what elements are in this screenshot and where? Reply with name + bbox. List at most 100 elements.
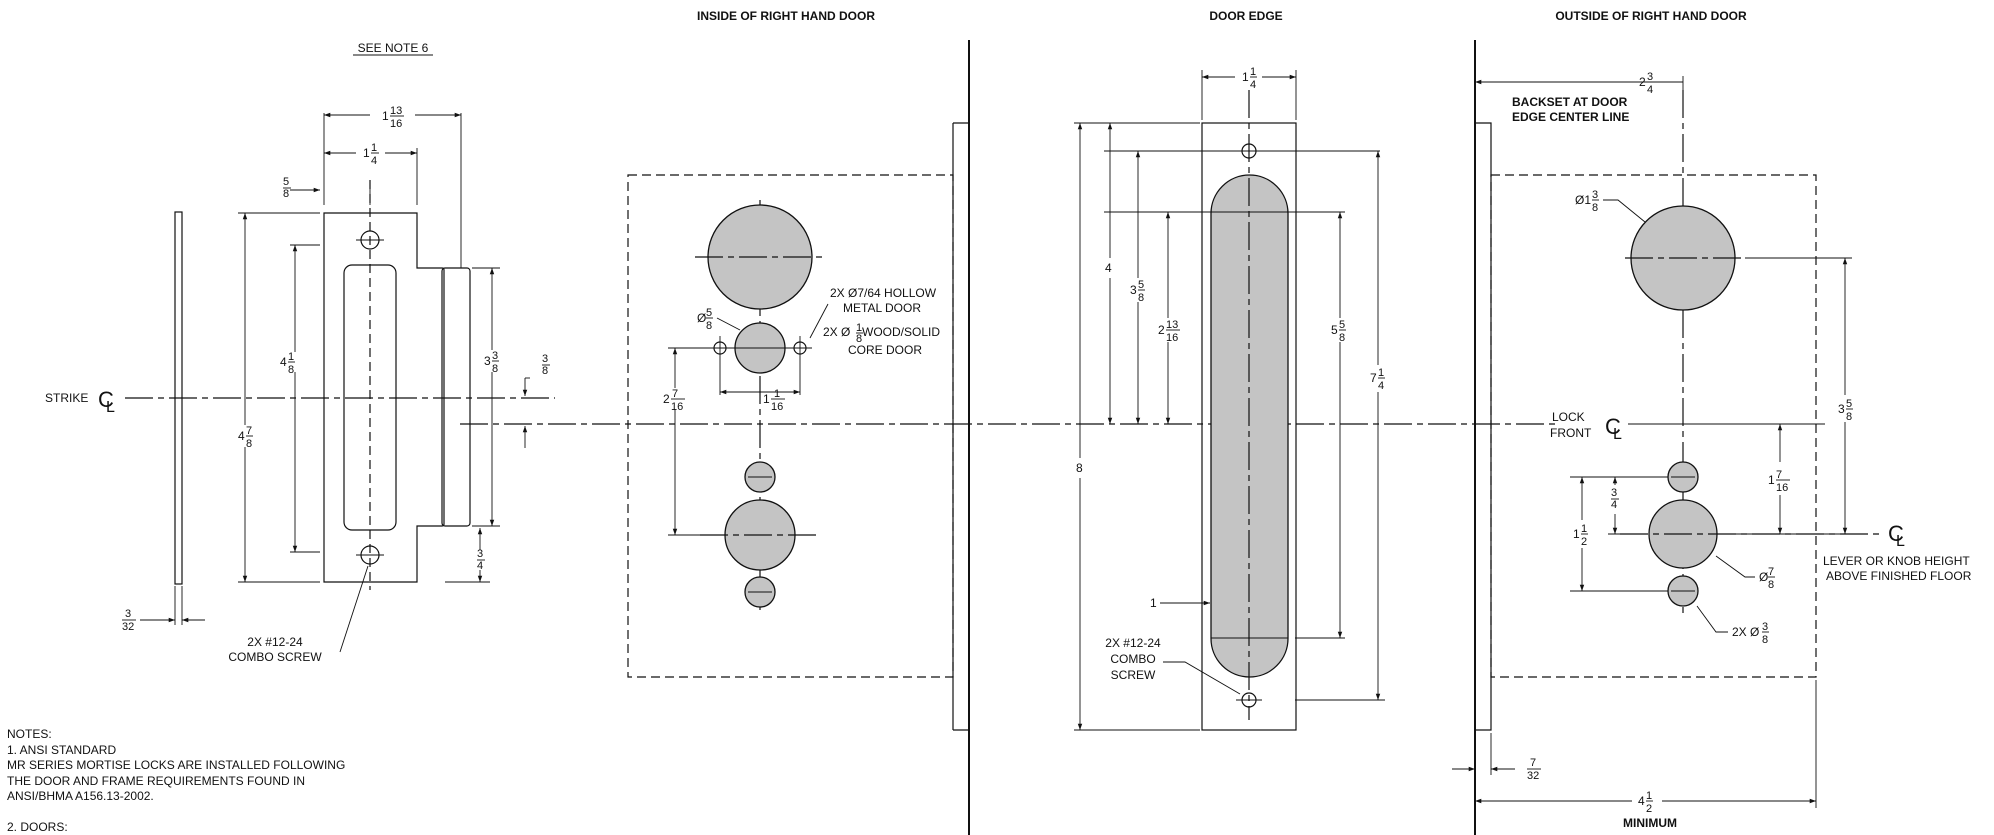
svg-text:8: 8 (1768, 579, 1774, 591)
svg-text:4: 4 (1647, 84, 1653, 96)
hollow-metal-label-2: METAL DOOR (843, 301, 921, 315)
dim-7-32: 7 32 (1527, 757, 1541, 782)
note-spacer (7, 805, 527, 820)
svg-text:C: C (1605, 414, 1621, 439)
svg-text:1: 1 (1573, 527, 1580, 541)
svg-text:3: 3 (1838, 402, 1845, 416)
svg-text:WOOD/SOLID: WOOD/SOLID (862, 325, 940, 339)
svg-text:8: 8 (1339, 332, 1345, 344)
svg-text:2: 2 (1158, 323, 1165, 337)
svg-text:2: 2 (1646, 803, 1652, 815)
edge-combo-screw-label-2: COMBO (1110, 652, 1155, 666)
lever-cl-symbol: C L (1888, 521, 1905, 550)
lock-front-label-2: FRONT (1550, 426, 1592, 440)
strike-combo-screw-label-1: 2X #12-24 (247, 635, 303, 649)
svg-text:3: 3 (492, 350, 498, 362)
svg-text:1: 1 (1768, 473, 1775, 487)
strike-cl-symbol: C L (98, 387, 115, 416)
svg-text:5: 5 (283, 176, 289, 188)
svg-text:5: 5 (1339, 319, 1345, 331)
svg-text:2X Ø: 2X Ø (823, 325, 850, 339)
note-line: ANSI/BHMA A156.13-2002. (7, 789, 154, 803)
svg-text:3: 3 (477, 548, 483, 560)
dim-1-7-16: 1 7 16 (1768, 469, 1790, 494)
svg-text:13: 13 (390, 105, 402, 117)
svg-text:16: 16 (671, 401, 683, 413)
svg-text:8: 8 (492, 363, 498, 375)
svg-text:5: 5 (1846, 398, 1852, 410)
svg-text:2X Ø: 2X Ø (1732, 625, 1759, 639)
dim-dia-7-8: Ø 7 8 (1759, 566, 1775, 591)
edge-combo-screw-label-3: SCREW (1111, 668, 1156, 682)
lock-front-cl-symbol: C L (1605, 414, 1622, 443)
svg-text:5: 5 (1138, 279, 1144, 291)
svg-text:8: 8 (542, 365, 548, 377)
header-inside: INSIDE OF RIGHT HAND DOOR (697, 9, 875, 23)
strike-view: SEE NOTE 6 STRIKE C L 1 13 16 (45, 41, 555, 664)
dim-dia-5-8: Ø 5 8 (697, 307, 713, 332)
dim-4-7-8: 4 7 8 (238, 425, 253, 450)
note-line: THE DOOR AND FRAME REQUIREMENTS FOUND IN (7, 773, 306, 788)
svg-text:8: 8 (283, 188, 289, 200)
svg-text:8: 8 (288, 364, 294, 376)
wood-core-label-2: CORE DOOR (848, 343, 922, 357)
svg-text:4: 4 (1638, 794, 1645, 808)
svg-text:8: 8 (1762, 634, 1768, 646)
svg-text:3: 3 (1592, 189, 1598, 201)
svg-text:32: 32 (122, 621, 134, 633)
svg-text:2: 2 (663, 392, 670, 406)
strike-label: STRIKE (45, 391, 88, 405)
svg-text:C: C (98, 387, 114, 412)
svg-text:16: 16 (771, 401, 783, 413)
dim-8: 8 (1076, 461, 1083, 475)
svg-text:5: 5 (706, 307, 712, 319)
svg-text:1: 1 (1242, 70, 1249, 84)
svg-text:2: 2 (1639, 75, 1646, 89)
svg-text:32: 32 (1527, 770, 1539, 782)
svg-text:4: 4 (371, 155, 377, 167)
svg-text:8: 8 (706, 320, 712, 332)
lever-height-label-1: LEVER OR KNOB HEIGHT (1823, 554, 1970, 568)
backset-label-2: EDGE CENTER LINE (1512, 110, 1629, 124)
dim-2-7-16: 2 7 16 (663, 388, 685, 413)
svg-text:4: 4 (477, 560, 483, 572)
strike-outline (323, 212, 445, 583)
note-line: MR SERIES MORTISE LOCKS ARE INSTALLED FO… (7, 758, 346, 772)
dim-5-8: 5 8 (283, 176, 291, 200)
svg-text:7: 7 (1776, 469, 1782, 481)
svg-text:5: 5 (1331, 323, 1338, 337)
svg-text:1: 1 (371, 142, 377, 154)
svg-text:4: 4 (280, 355, 287, 369)
svg-text:7: 7 (1768, 566, 1774, 578)
svg-text:7: 7 (1370, 371, 1377, 385)
svg-text:7: 7 (246, 425, 252, 437)
svg-text:3: 3 (1130, 283, 1137, 297)
notes-heading: NOTES: (7, 727, 52, 741)
dim-1-1-16: 1 1 16 (763, 388, 785, 413)
dim-2-13-16: 2 13 16 (1158, 319, 1180, 344)
svg-text:1: 1 (1378, 367, 1384, 379)
dim-4-1-8: 4 1 8 (280, 351, 295, 376)
svg-text:1: 1 (856, 322, 862, 334)
dim-4-1-2: 4 1 2 (1638, 790, 1653, 815)
header-outside: OUTSIDE OF RIGHT HAND DOOR (1555, 9, 1747, 23)
svg-text:8: 8 (1592, 202, 1598, 214)
svg-text:4: 4 (1611, 499, 1617, 511)
svg-text:3: 3 (1762, 621, 1768, 633)
note-line: 1. ANSI STANDARD (7, 742, 117, 757)
notes-block: NOTES: 1. ANSI STANDARD MR SERIES MORTIS… (7, 727, 527, 835)
dim-7-1-4: 7 1 4 (1370, 367, 1385, 392)
svg-text:16: 16 (1776, 482, 1788, 494)
svg-text:8: 8 (246, 438, 252, 450)
dim-3-8-strike: 3 8 (542, 353, 550, 377)
dim-1: 1 (1150, 596, 1157, 610)
svg-text:Ø1: Ø1 (1575, 193, 1591, 207)
svg-text:4: 4 (238, 429, 245, 443)
svg-text:4: 4 (1378, 380, 1384, 392)
svg-text:13: 13 (1166, 319, 1178, 331)
header-door-edge: DOOR EDGE (1209, 9, 1282, 23)
dim-dia-1-3-8: Ø1 3 8 (1575, 189, 1599, 214)
svg-text:7: 7 (672, 388, 678, 400)
dim-3-5-8-edge: 3 5 8 (1130, 279, 1145, 304)
